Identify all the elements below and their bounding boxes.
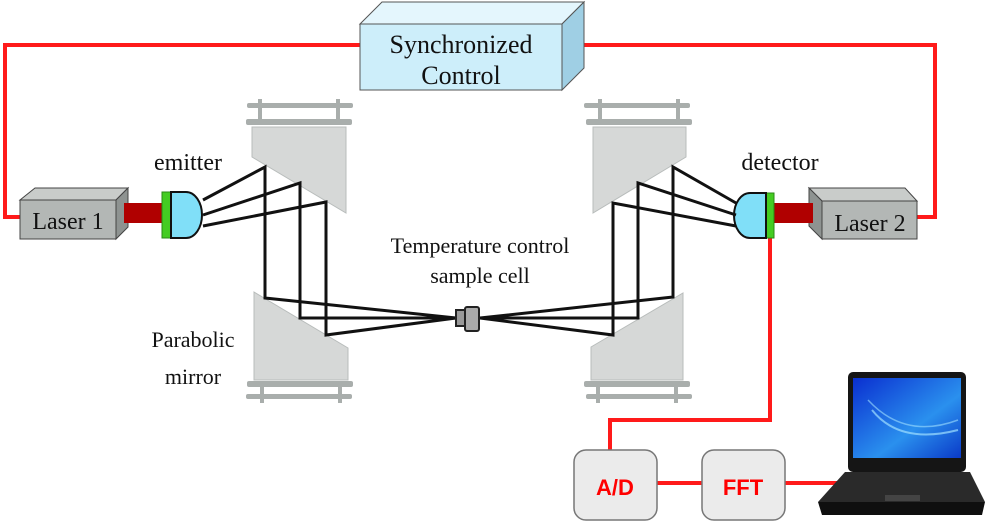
detector-dome [733,192,767,239]
synchronized-control-box: Synchronized Control [358,0,586,92]
laser-1-rod [124,203,162,223]
sample-cell-label-1: Temperature control [391,233,570,258]
detector-label: detector [741,150,818,176]
fft-box: FFT [701,449,786,521]
detector-window [765,192,775,239]
laser-2: Laser 2 [807,186,919,241]
parabolic-mirror-upper-right [584,99,692,214]
mirror-label-2: mirror [165,364,222,389]
sync-wires [3,43,937,485]
mirror-label-1: Parabolic [151,327,234,352]
ad-converter-box: A/D [573,449,658,521]
sync-control-label-2: Control [421,61,500,90]
laser-2-label: Laser 2 [834,211,905,237]
laptop-icon [818,372,985,515]
sample-cell [455,306,480,332]
emitter-window [161,191,172,239]
sync-control-label-1: Synchronized [390,30,533,59]
parabolic-mirror-lower-left [246,291,353,403]
parabolic-mirror-lower-right [584,292,692,403]
laser-1-label: Laser 1 [32,209,103,235]
parabolic-mirror-upper-left [246,99,353,214]
laser-1: Laser 1 [18,186,130,241]
thz-beams [202,164,737,337]
emitter-label: emitter [154,150,222,176]
ad-label: A/D [596,475,634,500]
sample-cell-label-2: sample cell [430,263,530,288]
fft-label: FFT [723,475,764,500]
emitter-dome [170,191,203,239]
laser-2-rod [774,203,813,223]
